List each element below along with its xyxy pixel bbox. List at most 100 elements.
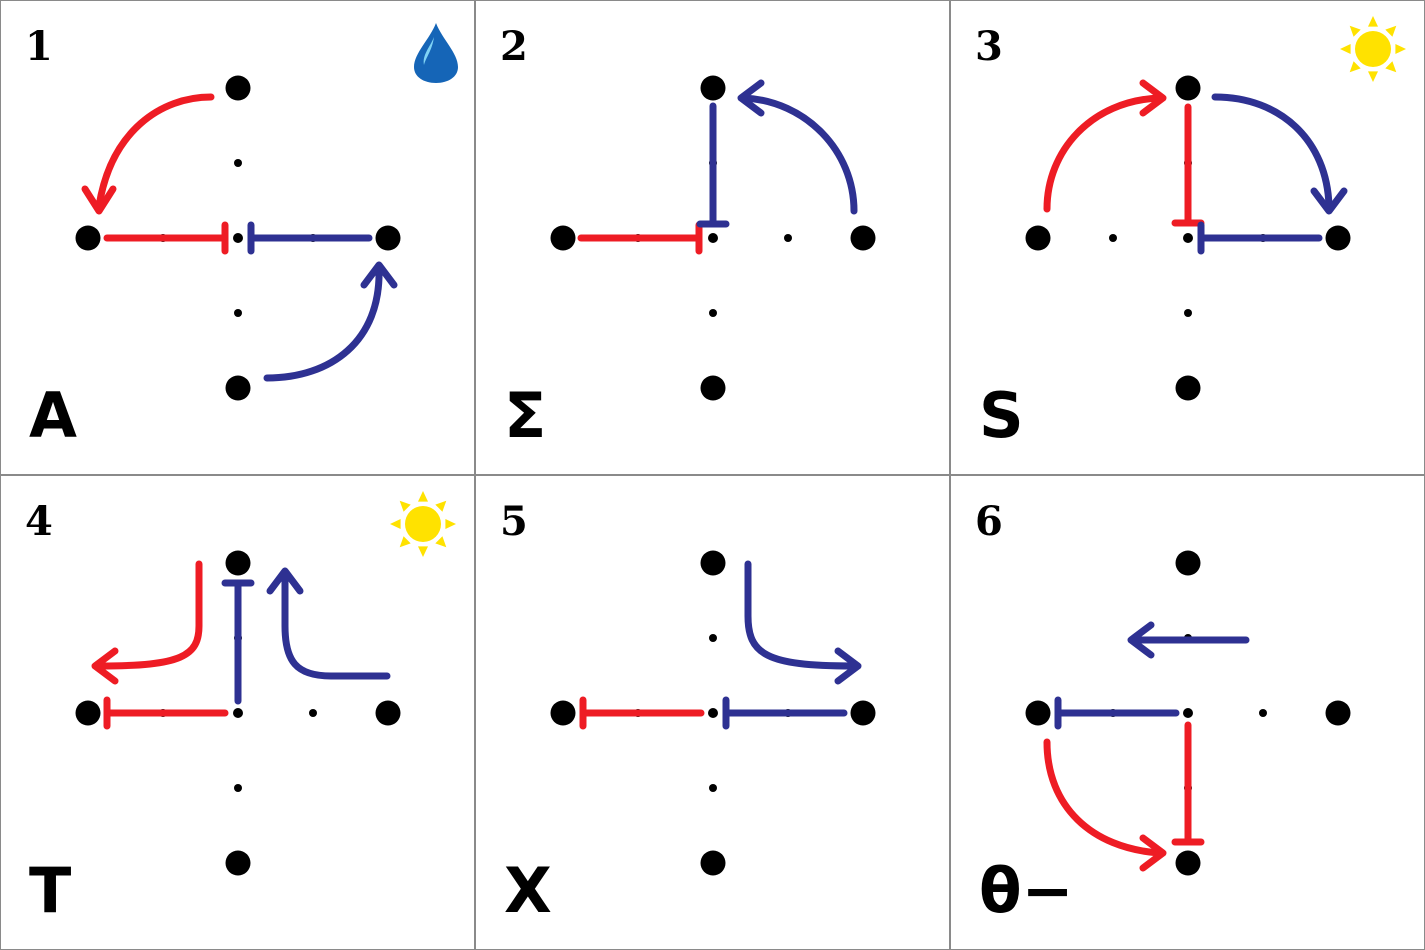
node <box>225 375 251 401</box>
node <box>550 225 576 251</box>
blue-arrow <box>1211 93 1333 210</box>
red-arrowhead <box>1139 834 1167 872</box>
panel-3-graph <box>1025 16 1406 401</box>
small-dot <box>233 708 243 718</box>
panel-4-graph <box>75 491 456 876</box>
small-dot <box>709 784 717 792</box>
small-dot <box>234 159 242 167</box>
red-arrowhead <box>91 647 119 685</box>
blue-arrowhead <box>266 567 304 595</box>
red-inhibition-line <box>577 221 703 255</box>
node <box>550 700 576 726</box>
red-arrow <box>97 560 203 670</box>
blue-arrow <box>744 560 856 670</box>
node <box>375 700 401 726</box>
node-dots <box>1025 75 1351 401</box>
node <box>1025 700 1051 726</box>
small-dot <box>709 634 717 642</box>
node <box>700 550 726 576</box>
red-arrowhead <box>81 185 117 215</box>
panel-5: 5 X <box>475 475 950 950</box>
panel-number: 3 <box>975 23 1003 70</box>
blue-inhibition-line <box>1054 696 1180 730</box>
small-dot <box>784 234 792 242</box>
panel-symbol: S <box>979 379 1024 452</box>
small-dot <box>708 708 718 718</box>
panel-symbol: T <box>29 854 72 927</box>
small-dot <box>234 784 242 792</box>
node <box>225 850 251 876</box>
panel-4: 4 T <box>0 475 475 950</box>
node <box>1175 850 1201 876</box>
panel-number: 1 <box>25 23 53 70</box>
panel-symbol: A <box>29 379 77 452</box>
blue-inhibition-line <box>1197 221 1323 255</box>
sun-icon <box>1340 16 1406 82</box>
node <box>1175 375 1201 401</box>
small-dot <box>1183 708 1193 718</box>
red-inhibition-line <box>103 221 229 255</box>
blue-arrowhead <box>834 647 862 685</box>
panel-number: 4 <box>25 498 53 545</box>
node-dots <box>75 550 401 876</box>
blue-arrowhead <box>737 79 765 117</box>
blue-arrowhead <box>1127 621 1155 659</box>
node <box>850 225 876 251</box>
node <box>700 375 726 401</box>
node <box>225 550 251 576</box>
panel-6-graph <box>1025 550 1351 876</box>
red-arrow <box>1043 738 1163 857</box>
panel-number: 6 <box>975 498 1003 545</box>
panel-2: 2 Σ <box>475 0 950 475</box>
node <box>1325 225 1351 251</box>
node <box>1175 75 1201 101</box>
blue-inhibition-line <box>722 696 848 730</box>
small-dot <box>1183 233 1193 243</box>
red-inhibition-line <box>103 696 229 730</box>
red-inhibition-line <box>579 696 705 730</box>
blue-inhibition-line <box>247 221 373 255</box>
panel-symbol: Σ <box>504 379 547 452</box>
small-dot <box>708 233 718 243</box>
small-dot <box>709 309 717 317</box>
node <box>700 850 726 876</box>
node <box>850 700 876 726</box>
panel-number: 2 <box>500 23 528 70</box>
blue-inhibition-line <box>696 102 730 228</box>
blue-arrowhead <box>360 261 398 289</box>
node <box>1325 700 1351 726</box>
panel-number: 5 <box>500 498 528 545</box>
blue-arrow <box>281 572 391 680</box>
node <box>75 700 101 726</box>
panel-3: 3 S <box>950 0 1425 475</box>
small-dot <box>1259 709 1267 717</box>
panel-5-graph <box>550 550 876 876</box>
red-inhibition-line <box>1171 721 1205 846</box>
blue-arrowhead <box>1310 187 1348 215</box>
water-drop-icon <box>414 23 458 83</box>
blue-inhibition-line <box>221 579 255 705</box>
red-arrowhead <box>1139 79 1167 117</box>
panel-1-graph <box>75 23 458 401</box>
node <box>225 75 251 101</box>
node <box>1025 225 1051 251</box>
small-dot <box>234 309 242 317</box>
blue-arrow <box>740 94 858 215</box>
small-dot <box>309 709 317 717</box>
panel-symbol: X <box>504 854 552 927</box>
panel-2-graph <box>550 75 876 401</box>
panel-6: 6 θ− <box>950 475 1425 950</box>
node <box>75 225 101 251</box>
blue-arrow <box>263 265 383 382</box>
node <box>1175 550 1201 576</box>
panel-1: 1 A <box>0 0 475 475</box>
node <box>700 75 726 101</box>
red-arrow <box>1043 94 1163 213</box>
small-dot <box>233 233 243 243</box>
small-dot <box>1109 234 1117 242</box>
panel-symbol: θ− <box>979 854 1074 927</box>
node <box>375 225 401 251</box>
red-inhibition-line <box>1171 103 1205 227</box>
small-dot <box>1184 309 1192 317</box>
